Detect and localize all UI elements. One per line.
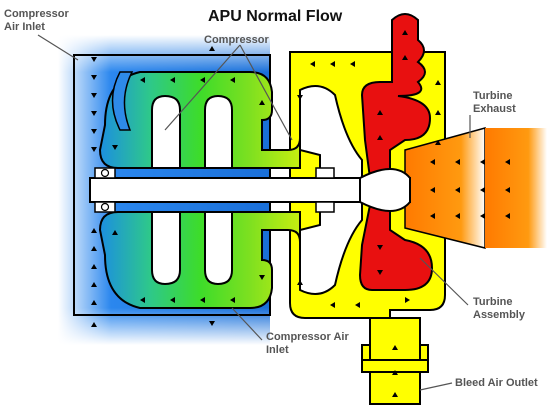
turbine-lower [358, 204, 434, 291]
compressor-flow-upper [98, 71, 301, 169]
main-shaft [89, 177, 411, 203]
leader-lines [37, 34, 471, 391]
turbine-exhaust [404, 127, 486, 249]
bearing-rear [315, 167, 335, 213]
label-turbine-assembly: Turbine Assembly [473, 296, 525, 321]
compressor-flow-lower [98, 211, 301, 309]
diagram-title: APU Normal Flow [208, 8, 343, 25]
label-bleed-air-outlet: Bleed Air Outlet [455, 377, 538, 389]
flow-arrows [91, 30, 510, 397]
label-turbine-exhaust: Turbine Exhaust [473, 90, 516, 115]
label-compressor-air-inlet-top: Compressor Air Inlet [4, 8, 69, 33]
label-compressor-air-inlet-bottom: Compressor Air Inlet [266, 331, 349, 356]
bearing-front [94, 167, 116, 213]
label-compressor: Compressor [204, 34, 269, 46]
